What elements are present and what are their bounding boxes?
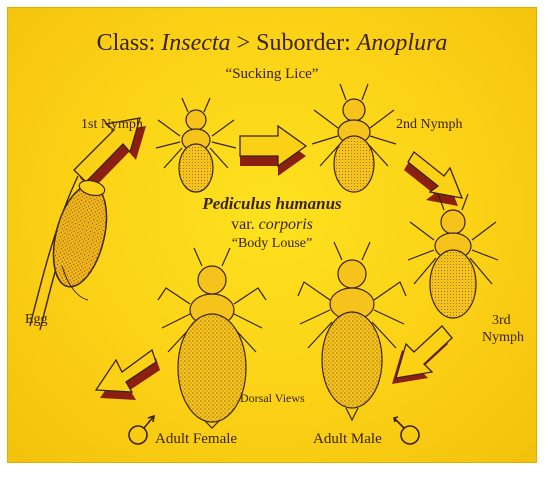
subtitle: “Sucking Lice” [8,66,536,83]
title-separator: > Suborder: [231,30,357,56]
first-nymph-drawing [156,98,236,192]
label-second-nymph: 2nd Nymph [396,117,463,133]
page-title: Class: Insecta > Suborder: Anoplura [8,30,536,57]
arrow-adult-to-egg [96,350,160,400]
species-name: Pediculus humanus [8,194,536,214]
title-class-name: Insecta [161,30,230,56]
label-adult-male: Adult Male [313,431,382,448]
label-first-nymph: 1st Nymph [81,117,143,133]
variety-prefix: var. [231,216,259,233]
arrow-first-to-second-nymph [240,126,306,176]
title-prefix: Class: [97,30,162,56]
common-name: “Body Louse” [8,236,536,252]
variety-name: corporis [259,216,313,233]
male-symbol-icon [394,417,419,444]
second-nymph-drawing [312,84,396,192]
species-variety: var. corporis [8,216,536,234]
adult-male-drawing [298,242,406,420]
label-third-nymph-line2: Nymph [482,330,524,346]
label-adult-female: Adult Female [155,431,237,448]
label-third-nymph-line1: 3rd [492,313,511,329]
female-symbol-icon [129,416,154,444]
arrow-third-nymph-to-adult [392,326,452,384]
label-dorsal-views: Dorsal Views [240,391,305,406]
life-cycle-poster: Class: Insecta > Suborder: Anoplura “Suc… [8,8,536,462]
title-suborder-name: Anoplura [357,30,448,56]
label-egg: Egg [25,312,48,328]
